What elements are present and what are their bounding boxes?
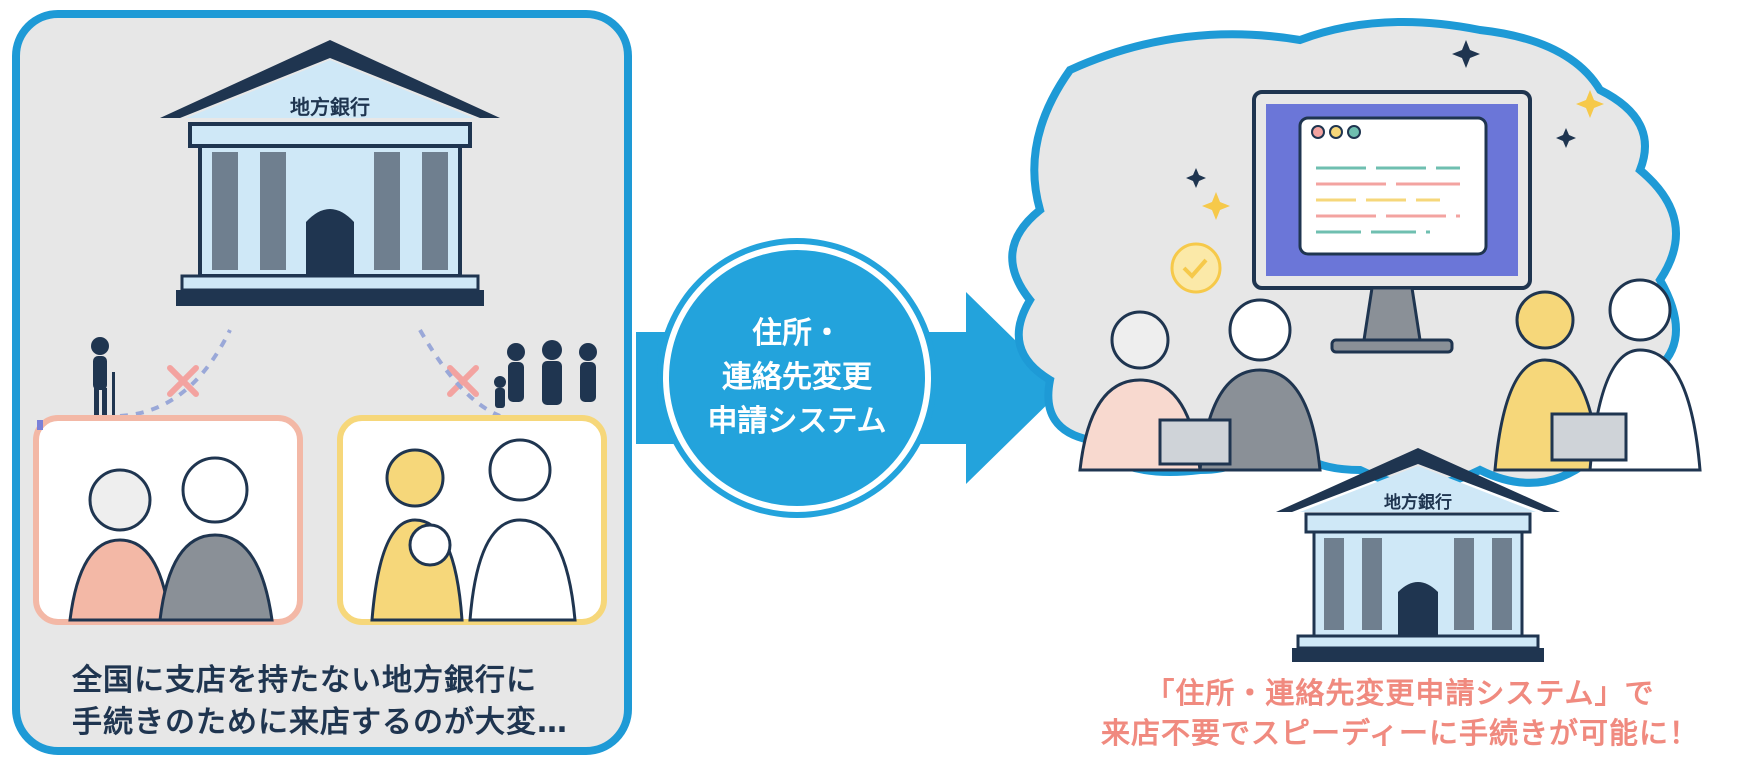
- right-caption: 「住所・連絡先変更申請システム」で 来店不要でスピーディーに手続きが可能に！: [1065, 673, 1735, 753]
- system-circle-badge: 住所・ 連絡先変更 申請システム: [663, 244, 931, 512]
- family-walker-icon: [494, 340, 597, 408]
- path-dashes-right: [418, 329, 501, 418]
- young-family-with-laptop: [1493, 278, 1702, 472]
- young-family-card: [337, 415, 607, 625]
- cross-icon-right: [447, 365, 479, 397]
- elderly-walker-icon: [91, 337, 115, 416]
- path-dashes-left: [119, 329, 232, 418]
- circle-line3: 申請システム: [707, 404, 887, 439]
- sparkle-icon: [1186, 40, 1604, 220]
- circle-line1: 住所・: [752, 316, 842, 351]
- elderly-couple-with-laptop: [1078, 298, 1322, 472]
- left-caption-line2: 手続きのために来店するのが大変…: [72, 705, 568, 740]
- circle-line2: 連絡先変更: [722, 360, 872, 395]
- right-caption-line1: 「住所・連絡先変更申請システム」で: [1145, 676, 1655, 710]
- right-caption-line2: 来店不要でスピーディーに手続きが可能に！: [1101, 716, 1699, 750]
- elderly-couple-card: [33, 415, 303, 625]
- monitor-icon: [1252, 90, 1532, 354]
- cross-icon-left: [167, 365, 199, 397]
- bank-icon-right: [1276, 448, 1560, 662]
- bank-icon-left: [160, 40, 500, 306]
- left-caption: 全国に支店を持たない地方銀行に 手続きのために来店するのが大変…: [72, 660, 612, 744]
- left-caption-line1: 全国に支店を持たない地方銀行に: [72, 663, 537, 698]
- bank-sign-left: 地方銀行: [290, 95, 370, 119]
- bank-sign-right: 地方銀行: [1384, 492, 1452, 513]
- check-bubble-icon: [1170, 242, 1222, 294]
